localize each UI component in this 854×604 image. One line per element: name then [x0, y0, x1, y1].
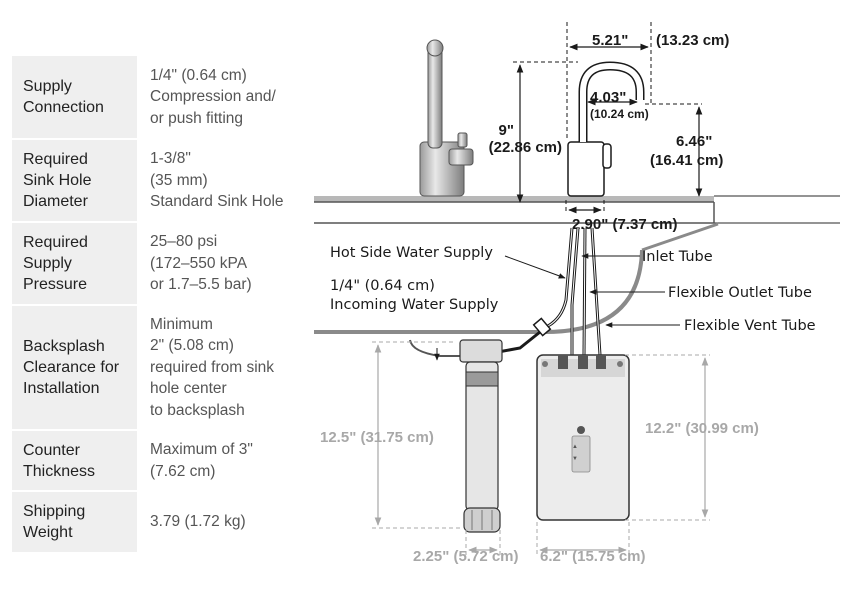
water-filter: [459, 339, 503, 533]
hot-side-callout: Hot Side Water Supply: [330, 245, 493, 261]
incoming-supply-callout-1: 1/4" (0.64 cm): [330, 278, 435, 294]
countertop: [314, 195, 840, 224]
tank-width-label: 6.2" (15.75 cm): [540, 548, 646, 565]
spec-label: Required Sink Hole Diameter: [12, 140, 137, 221]
spec-row-supply-pressure: Required Supply Pressure 25–80 psi (172–…: [12, 223, 302, 306]
spout-inner-label: 4.03": [590, 89, 626, 106]
filter-height-label: 12.5" (31.75 cm): [320, 429, 434, 446]
filter-outlet-hose: [497, 326, 546, 354]
svg-text:▼: ▼: [572, 456, 578, 462]
spec-row-supply-connection: Supply Connection 1/4" (0.64 cm) Compres…: [12, 56, 302, 140]
tank-height-label: 12.2" (30.99 cm): [645, 420, 759, 437]
incoming-supply-callout-2: Incoming Water Supply: [330, 297, 499, 313]
sink-bowl-edge: [641, 222, 719, 252]
hot-water-tank: ▲ ▼: [536, 354, 630, 521]
spec-value: Minimum 2" (5.08 cm) required from sink …: [150, 315, 275, 419]
tube-fitting: [532, 317, 552, 337]
vent-tube-callout: Flexible Vent Tube: [684, 318, 816, 334]
spout-height-label: 6.46": [676, 133, 712, 150]
spec-value: 1-3/8" (35 mm) Standard Sink Hole: [150, 150, 284, 211]
spec-label: Backsplash Clearance for Installation: [12, 306, 137, 429]
spec-label: Supply Connection: [12, 56, 137, 138]
faucet-dimension-arrows: [516, 43, 703, 214]
spout-height-cm-label: (16.41 cm): [650, 152, 723, 169]
faucet-dimension-guides: [513, 22, 702, 214]
spec-label: Counter Thickness: [12, 431, 137, 490]
spout-inner-cm-label: (10.24 cm): [590, 107, 649, 121]
inlet-tube-callout: Inlet Tube: [642, 249, 713, 265]
spec-value: Maximum of 3" (7.62 cm): [150, 441, 253, 480]
spec-value: 1/4" (0.64 cm) Compression and/ or push …: [150, 66, 276, 127]
filter-width-label: 2.25" (5.72 cm): [413, 548, 519, 565]
spec-row-counter-thickness: Counter Thickness Maximum of 3" (7.62 cm…: [12, 431, 302, 492]
cabinet-dimension-arrows: [374, 344, 709, 554]
spec-value: 25–80 psi (172–550 kPA or 1.7–5.5 bar): [150, 233, 252, 294]
faucet-height-cm-label: (22.86 cm): [489, 139, 562, 156]
base-width-label: 2.90" (7.37 cm): [572, 216, 678, 233]
spec-table: Supply Connection 1/4" (0.64 cm) Compres…: [12, 56, 302, 554]
existing-faucet: [419, 39, 474, 197]
sink-bowl: [314, 249, 644, 334]
outlet-tube-callout: Flexible Outlet Tube: [668, 285, 812, 301]
callout-leaders: [504, 253, 680, 328]
spec-row-sink-hole: Required Sink Hole Diameter 1-3/8" (35 m…: [12, 140, 302, 223]
spec-label: Required Supply Pressure: [12, 223, 137, 304]
spout-reach-cm-label: (13.23 cm): [656, 32, 729, 49]
svg-text:▲: ▲: [572, 444, 578, 450]
spec-label: Shipping Weight: [12, 492, 137, 552]
spec-row-shipping-weight: Shipping Weight 3.79 (1.72 kg): [12, 492, 302, 554]
spec-row-backsplash: Backsplash Clearance for Installation Mi…: [12, 306, 302, 431]
hot-water-faucet: [567, 61, 645, 197]
cabinet-dimension-guides: [372, 341, 710, 556]
spec-value: 3.79 (1.72 kg): [150, 513, 246, 531]
faucet-height-label: 9": [499, 122, 514, 139]
spout-reach-label: 5.21": [592, 32, 628, 49]
